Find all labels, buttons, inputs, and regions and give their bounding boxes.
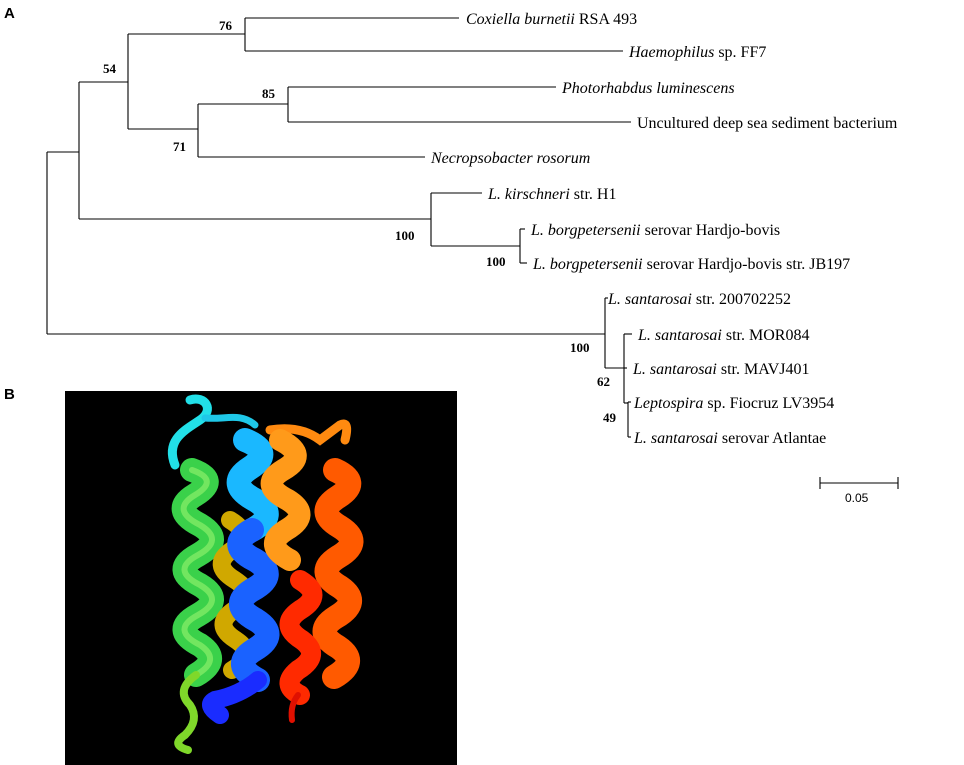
taxon-photorhabdus: Photorhabdus luminescens bbox=[561, 80, 735, 97]
scale-bar-label: 0.05 bbox=[845, 491, 869, 505]
panel-label-a: A bbox=[4, 5, 15, 22]
helix-orange bbox=[260, 419, 352, 571]
taxon-labels: Coxiella burnetii RSA 493 Haemophilus sp… bbox=[430, 11, 898, 447]
phylogenetic-tree bbox=[46, 17, 632, 438]
taxon-borgpetersenii-2: L. borgpetersenii serovar Hardjo-bovis s… bbox=[532, 256, 850, 273]
scale-bar: 0.05 bbox=[819, 477, 899, 505]
taxon-coxiella: Coxiella burnetii RSA 493 bbox=[466, 11, 637, 28]
bootstrap-54: 54 bbox=[103, 61, 117, 76]
panel-label-b: B bbox=[4, 386, 15, 403]
bootstrap-49: 49 bbox=[603, 410, 617, 425]
cyan-loop-2 bbox=[201, 413, 259, 429]
bootstrap-values: 76 54 85 71 100 100 100 62 49 bbox=[103, 18, 617, 425]
bootstrap-100-santarosai-node: 100 bbox=[570, 340, 590, 355]
bootstrap-85: 85 bbox=[262, 86, 276, 101]
taxon-santarosai-2: L. santarosai str. MOR084 bbox=[637, 327, 809, 344]
taxon-santarosai-3: L. santarosai str. MAVJ401 bbox=[632, 361, 810, 378]
protein-structure-panel bbox=[65, 391, 457, 765]
bootstrap-71: 71 bbox=[173, 139, 186, 154]
bootstrap-100-kirschneri-node: 100 bbox=[395, 228, 415, 243]
bootstrap-62: 62 bbox=[597, 374, 610, 389]
bootstrap-76: 76 bbox=[219, 18, 233, 33]
bootstrap-100-borgpetersenii-node: 100 bbox=[486, 254, 506, 269]
taxon-kirschneri: L. kirschneri str. H1 bbox=[487, 186, 616, 203]
taxon-leptospira: Leptospira sp. Fiocruz LV3954 bbox=[633, 395, 834, 412]
helix-blue bbox=[202, 428, 280, 724]
taxon-santarosai-4: L. santarosai serovar Atlantae bbox=[633, 430, 826, 447]
cyan-loop bbox=[167, 394, 212, 470]
taxon-santarosai-1: L. santarosai str. 200702252 bbox=[607, 291, 791, 308]
helix-red bbox=[279, 458, 364, 723]
taxon-haemophilus: Haemophilus sp. FF7 bbox=[628, 44, 766, 61]
taxon-borgpetersenii-1: L. borgpetersenii serovar Hardjo-bovis bbox=[530, 222, 780, 239]
taxon-uncultured: Uncultured deep sea sediment bacterium bbox=[637, 115, 898, 132]
protein-ribbon bbox=[167, 394, 364, 754]
helix-green bbox=[171, 458, 224, 754]
taxon-necropsobacter: Necropsobacter rosorum bbox=[430, 150, 590, 167]
